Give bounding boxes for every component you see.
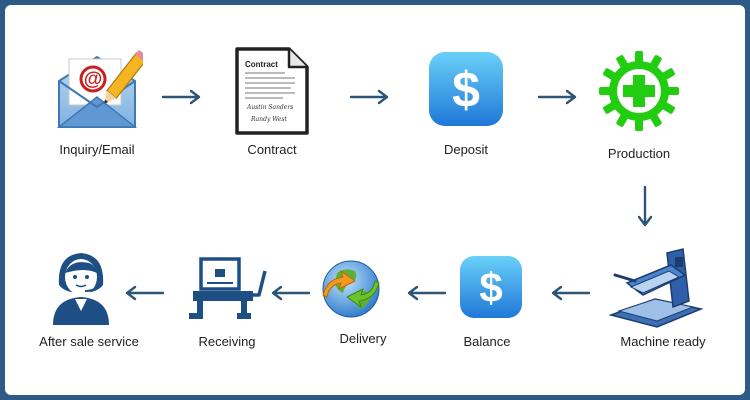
step-label-after-sale: After sale service <box>39 334 139 349</box>
heat-press-machine-icon <box>605 245 705 329</box>
step-label-balance: Balance <box>463 334 511 349</box>
step-label-deposit: Deposit <box>443 142 489 157</box>
step-label-contract: Contract <box>247 142 297 157</box>
contract-signature-2: Randy West <box>250 116 288 123</box>
arrow-right-icon <box>161 89 203 110</box>
email-envelope-pencil-icon: @ <box>53 45 149 135</box>
svg-text:@: @ <box>84 69 103 90</box>
arrow-left-icon <box>269 285 311 306</box>
contract-signature-1: Austin Sanders <box>246 104 293 111</box>
dollar-app-icon: $ <box>428 51 504 127</box>
arrow-down-icon <box>637 185 653 234</box>
arrow-right-icon <box>349 89 391 110</box>
step-label-machine-ready: Machine ready <box>620 334 706 349</box>
arrow-left-icon <box>405 285 447 306</box>
svg-text:$: $ <box>452 62 480 118</box>
globe-arrows-icon <box>315 255 387 323</box>
package-scale-icon <box>185 257 269 325</box>
svg-text:$: $ <box>479 264 502 311</box>
support-agent-headset-icon <box>49 249 113 325</box>
step-label-production: Production <box>607 146 671 161</box>
arrow-right-icon <box>537 89 579 110</box>
green-gear-cross-icon <box>597 49 681 133</box>
step-label-delivery: Delivery <box>339 331 387 346</box>
step-label-receiving: Receiving <box>198 334 256 349</box>
arrow-left-icon <box>549 285 591 306</box>
dollar-app-icon: $ <box>459 255 523 319</box>
process-flow-diagram: @ Inquiry/Email Contract <box>5 5 745 395</box>
contract-heading: Contract <box>245 60 278 69</box>
step-label-inquiry: Inquiry/Email <box>59 142 135 157</box>
contract-document-icon: Contract Austin Sanders Randy West <box>233 45 311 137</box>
arrow-left-icon <box>123 285 165 306</box>
